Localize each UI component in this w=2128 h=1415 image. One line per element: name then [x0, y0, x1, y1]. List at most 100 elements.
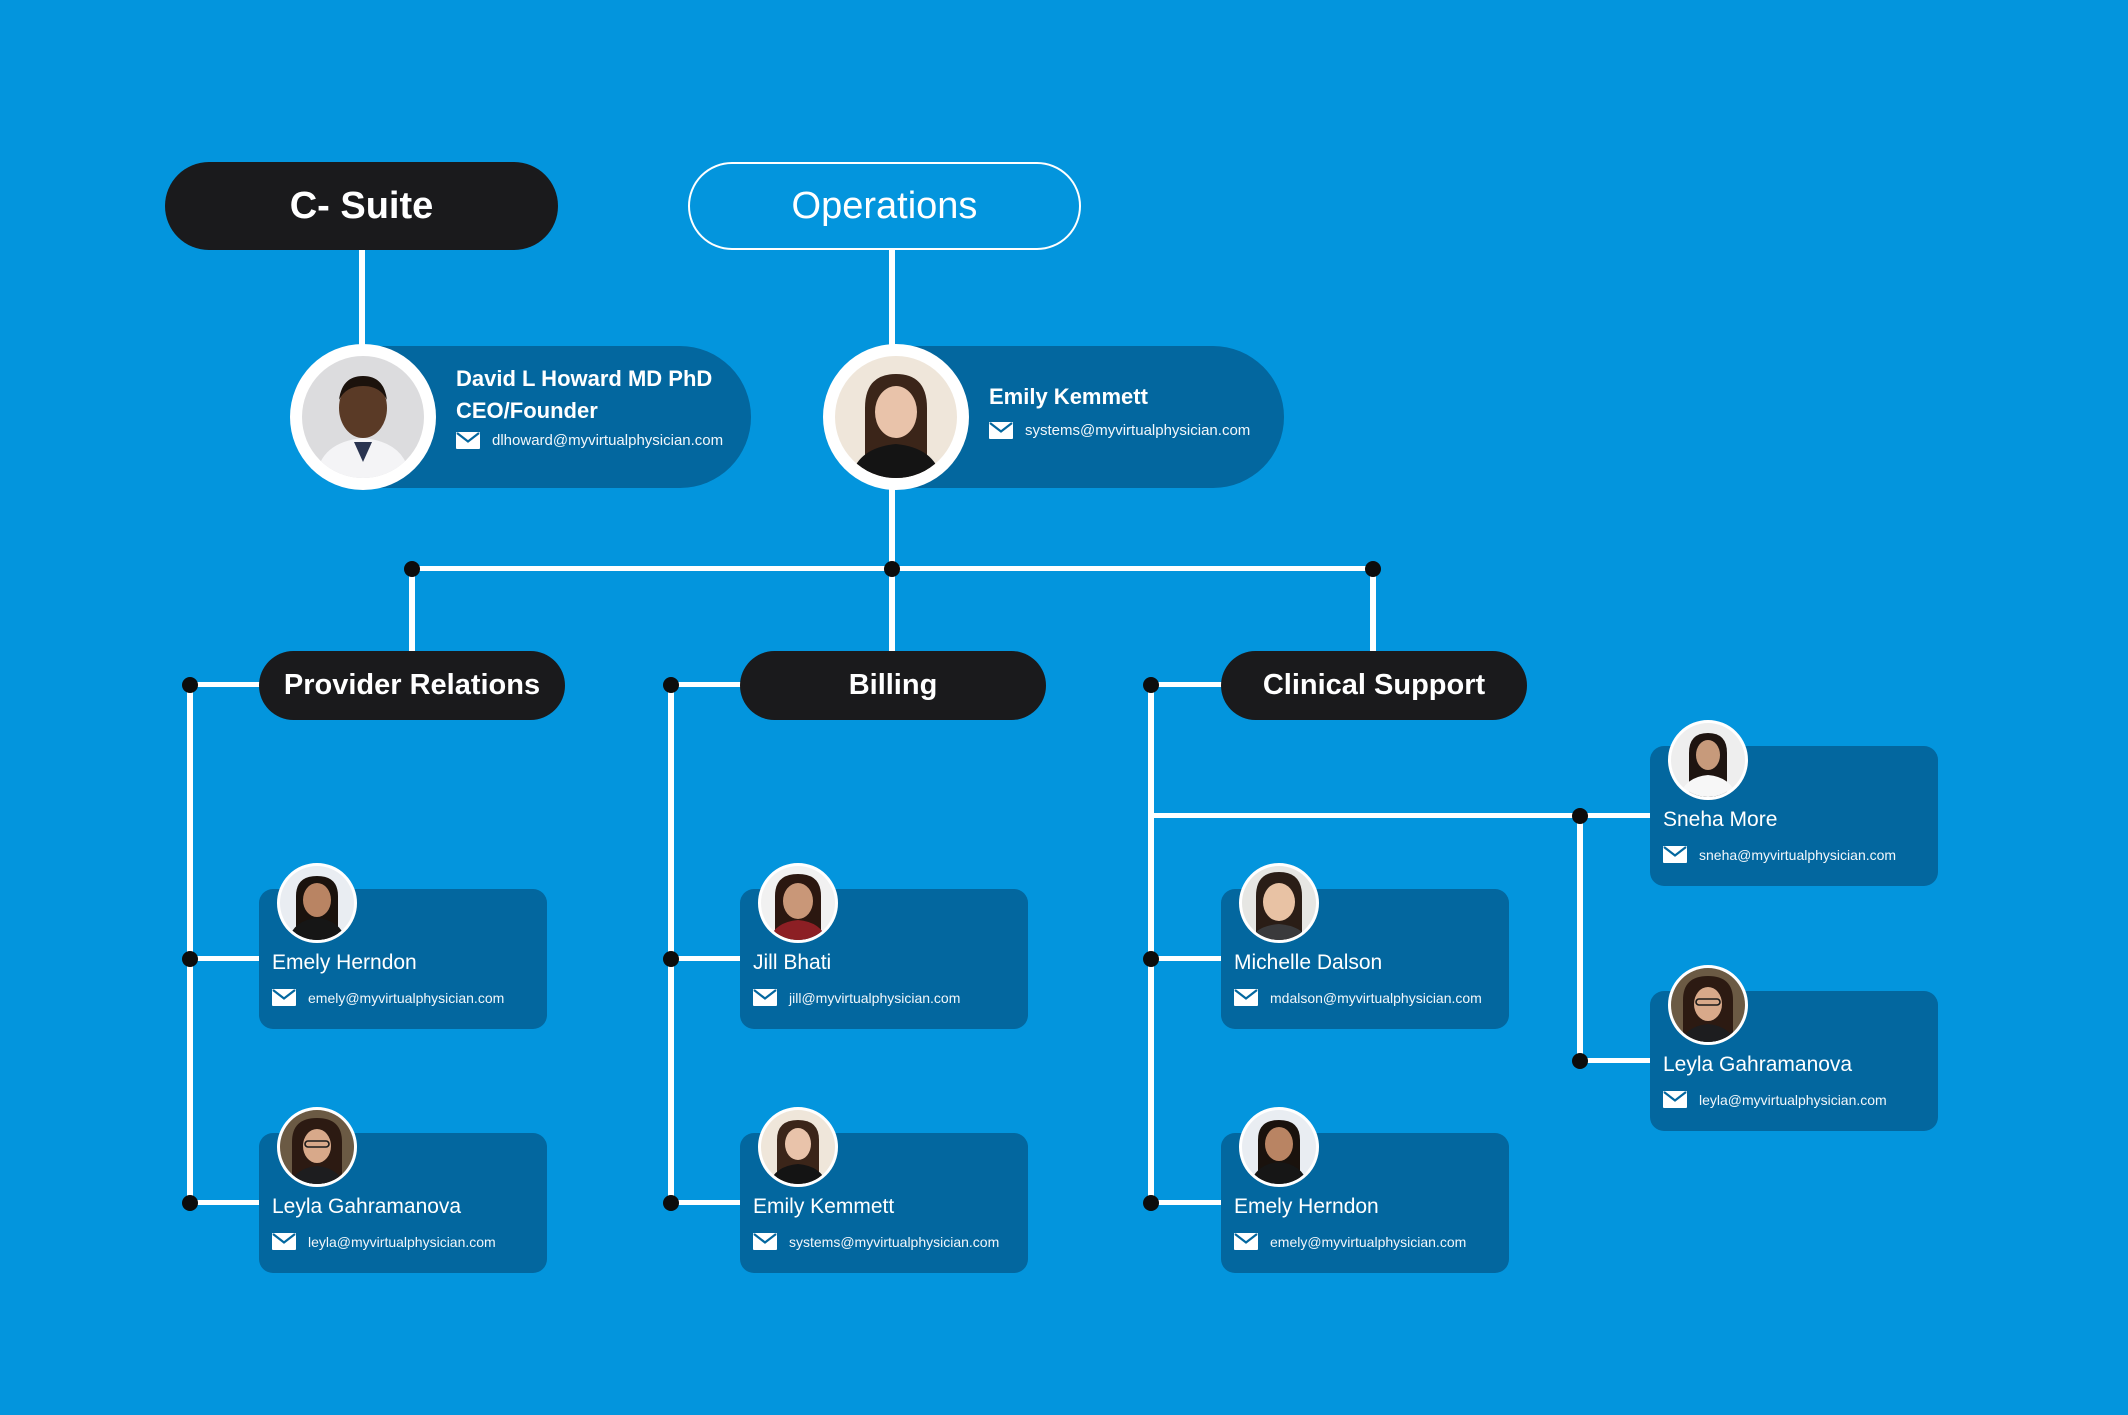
leader-email[interactable]: systems@myvirtualphysician.com [1025, 422, 1251, 439]
avatar-photo [1671, 723, 1745, 797]
connector-node [1572, 808, 1588, 824]
mail-icon [456, 432, 480, 449]
avatar [758, 863, 838, 943]
connector [1580, 1058, 1652, 1063]
leader-card-operations[interactable]: Emily Kemmett systems@myvirtualphysician… [823, 344, 1284, 490]
mail-icon [1663, 846, 1687, 863]
connector [1151, 956, 1223, 961]
dept-provider-relations[interactable]: Provider Relations [259, 651, 565, 720]
member-card[interactable]: Michelle Dalson mdalson@myvirtualphysici… [1221, 863, 1509, 1029]
member-card[interactable]: Emely Herndon emely@myvirtualphysician.c… [1221, 1107, 1509, 1273]
dept-label: Billing [848, 669, 938, 701]
connector-node [1143, 677, 1159, 693]
member-email[interactable]: jill@myvirtualphysician.com [789, 989, 961, 1006]
mail-icon [1663, 1091, 1687, 1108]
avatar [1668, 965, 1748, 1045]
connector-node [663, 951, 679, 967]
avatar-photo [761, 866, 835, 940]
avatar [835, 356, 957, 478]
member-email[interactable]: mdalson@myvirtualphysician.com [1270, 989, 1482, 1006]
connector [1151, 682, 1223, 687]
connector [671, 682, 743, 687]
avatar-photo [835, 356, 957, 478]
dept-label: Clinical Support [1262, 669, 1486, 701]
member-name: Sneha More [1663, 808, 1778, 831]
dept-label: Provider Relations [283, 669, 541, 701]
dept-clinical-support[interactable]: Clinical Support [1221, 651, 1527, 720]
connector [190, 1200, 262, 1205]
avatar [277, 863, 357, 943]
connector [889, 568, 895, 652]
connector [187, 685, 193, 1203]
member-card[interactable]: Emely Herndon emely@myvirtualphysician.c… [259, 863, 547, 1029]
member-card[interactable]: Leyla Gahramanova leyla@myvirtualphysici… [1650, 965, 1938, 1131]
mail-icon [272, 1233, 296, 1250]
avatar [758, 1107, 838, 1187]
avatar [1239, 863, 1319, 943]
avatar-photo [1671, 968, 1745, 1042]
connector [359, 250, 365, 350]
connector-node [404, 561, 420, 577]
group-csuite[interactable]: C- Suite [165, 162, 558, 250]
avatar [277, 1107, 357, 1187]
avatar-photo [280, 866, 354, 940]
group-operations[interactable]: Operations [688, 162, 1081, 250]
connector [671, 1200, 743, 1205]
connector [190, 956, 262, 961]
avatar-photo [1242, 866, 1316, 940]
connector-node [182, 951, 198, 967]
connector-node [663, 677, 679, 693]
connector-node [884, 561, 900, 577]
connector [1151, 813, 1652, 818]
connector [889, 250, 895, 350]
connector [190, 682, 262, 687]
connector [1148, 685, 1154, 1203]
member-name: Jill Bhati [753, 951, 832, 974]
avatar-frame [290, 344, 436, 490]
leader-card-ceo[interactable]: David L Howard MD PhD CEO/Founder dlhowa… [290, 344, 751, 490]
member-card[interactable]: Sneha More sneha@myvirtualphysician.com [1650, 720, 1938, 886]
mail-icon [272, 989, 296, 1006]
connector [668, 685, 674, 1203]
leader-name: Emily Kemmett [989, 384, 1148, 409]
connector-node [182, 677, 198, 693]
connector-node [1365, 561, 1381, 577]
member-email[interactable]: emely@myvirtualphysician.com [308, 989, 505, 1006]
mail-icon [1234, 1233, 1258, 1250]
dept-billing[interactable]: Billing [740, 651, 1046, 720]
member-email[interactable]: leyla@myvirtualphysician.com [1699, 1091, 1887, 1108]
member-email[interactable]: sneha@myvirtualphysician.com [1699, 846, 1897, 863]
member-card[interactable]: Leyla Gahramanova leyla@myvirtualphysici… [259, 1107, 547, 1273]
member-card[interactable]: Emily Kemmett systems@myvirtualphysician… [740, 1107, 1028, 1273]
group-label: C- Suite [289, 184, 434, 227]
avatar [1239, 1107, 1319, 1187]
leader-email[interactable]: dlhoward@myvirtualphysician.com [492, 432, 724, 449]
member-name: Emily Kemmett [753, 1195, 895, 1218]
mail-icon [753, 1233, 777, 1250]
connector [671, 956, 743, 961]
mail-icon [753, 989, 777, 1006]
connector [409, 568, 415, 652]
mail-icon [989, 422, 1013, 439]
member-name: Emely Herndon [1234, 1195, 1379, 1218]
avatar [1668, 720, 1748, 800]
member-name: Leyla Gahramanova [1663, 1053, 1853, 1076]
member-email[interactable]: leyla@myvirtualphysician.com [308, 1233, 496, 1250]
connector [889, 488, 895, 568]
connector [1577, 815, 1583, 1061]
connector-node [663, 1195, 679, 1211]
avatar-photo [280, 1110, 354, 1184]
member-email[interactable]: emely@myvirtualphysician.com [1270, 1233, 1467, 1250]
avatar [302, 356, 424, 478]
leader-name: David L Howard MD PhD [456, 366, 713, 391]
member-card[interactable]: Jill Bhati jill@myvirtualphysician.com [740, 863, 1028, 1029]
member-email[interactable]: systems@myvirtualphysician.com [789, 1233, 1000, 1250]
connector-node [1143, 1195, 1159, 1211]
avatar-photo [302, 356, 424, 478]
member-name: Leyla Gahramanova [272, 1195, 462, 1218]
connector-node [1572, 1053, 1588, 1069]
avatar-photo [1242, 1110, 1316, 1184]
mail-icon [1234, 989, 1258, 1006]
connector-node [1143, 951, 1159, 967]
avatar-frame [823, 344, 969, 490]
